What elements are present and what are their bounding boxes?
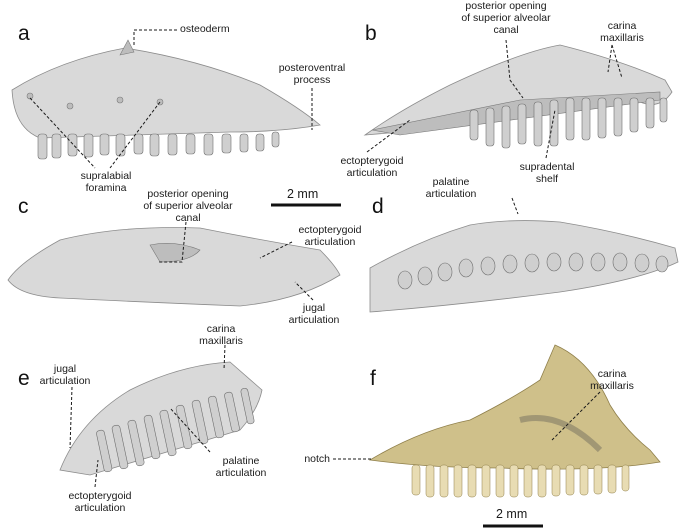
- label-c-jugal-articulation: jugal articulation: [288, 302, 340, 326]
- label-b-posterior-opening: posterior opening of superior alveolar c…: [461, 0, 551, 36]
- maxilla-f-teeth: [411, 464, 630, 498]
- leader-b-carina-maxillaris: [607, 44, 613, 73]
- leader-c-ectopterygoid: [259, 241, 293, 259]
- label-c-ectopterygoid-articulation: ectopterygoid articulation: [298, 224, 362, 248]
- leader-e-carina-maxillaris: [223, 344, 226, 371]
- scale-label-lower: 2 mm: [496, 507, 528, 521]
- panel-letter-c: c: [18, 195, 29, 218]
- maxilla-medial-render: [363, 44, 673, 149]
- panel-letter-e: e: [18, 367, 30, 390]
- panel-letter-f: f: [370, 367, 376, 390]
- leader-f-carina-maxillaris: [551, 391, 601, 441]
- panel-letter-d: d: [372, 195, 384, 218]
- maxilla-oblique-render: [59, 361, 263, 476]
- label-b-supradental-shelf: supradental shelf: [519, 161, 575, 185]
- label-f-carina-maxillaris: carina maxillaris: [590, 368, 634, 392]
- maxilla-dorsal-render: [7, 227, 341, 307]
- leader-c-jugal: [294, 281, 314, 301]
- leader-lines: [29, 29, 623, 488]
- leader-supralabial-foramina-2: [109, 101, 161, 169]
- maxilla-a-teeth: [37, 131, 280, 160]
- panel-letter-b: b: [365, 22, 377, 45]
- maxilla-b-teeth: [469, 97, 668, 149]
- maxilla-e-teeth: [96, 388, 255, 473]
- label-c-posterior-opening: posterior opening of superior alveolar c…: [143, 188, 233, 224]
- maxilla-d-alveoli: [397, 252, 669, 290]
- leader-supralabial-foramina-1: [29, 97, 96, 169]
- panel-letter-a: a: [18, 22, 30, 45]
- label-e-palatine-articulation: palatine articulation: [215, 455, 267, 479]
- label-e-carina-maxillaris: carina maxillaris: [199, 323, 243, 347]
- label-d-palatine-articulation: palatine articulation: [425, 176, 477, 200]
- label-e-jugal-articulation: jugal articulation: [39, 363, 91, 387]
- leader-c-posterior-opening: [158, 221, 187, 263]
- leader-b-posterior-opening: [505, 39, 524, 99]
- label-b-ectopterygoid-articulation: ectopterygoid articulation: [340, 155, 404, 179]
- leader-e-ectopterygoid: [94, 459, 99, 488]
- scale-label-upper: 2 mm: [287, 187, 319, 201]
- label-b-carina-maxillaris: carina maxillaris: [600, 20, 644, 44]
- maxilla-ventral-render: [369, 220, 679, 313]
- maxilla-lateral-render: [11, 39, 321, 160]
- label-a-osteoderm: osteoderm: [180, 23, 230, 35]
- label-f-notch: notch: [304, 453, 330, 465]
- leader-b-ectopterygoid: [366, 119, 411, 153]
- leader-e-jugal: [69, 386, 73, 449]
- leader-b-supradental-shelf: [545, 109, 556, 159]
- leader-osteoderm: [133, 29, 177, 45]
- label-a-supralabial-foramina: supralabial foramina: [80, 170, 132, 194]
- leader-d-palatine: [511, 197, 519, 215]
- label-e-ectopterygoid-articulation: ectopterygoid articulation: [68, 490, 132, 514]
- leader-b-carina-maxillaris-2: [611, 44, 623, 79]
- maxilla-photograph: [368, 344, 661, 498]
- label-a-posteroventral-process: posteroventral process: [278, 62, 346, 86]
